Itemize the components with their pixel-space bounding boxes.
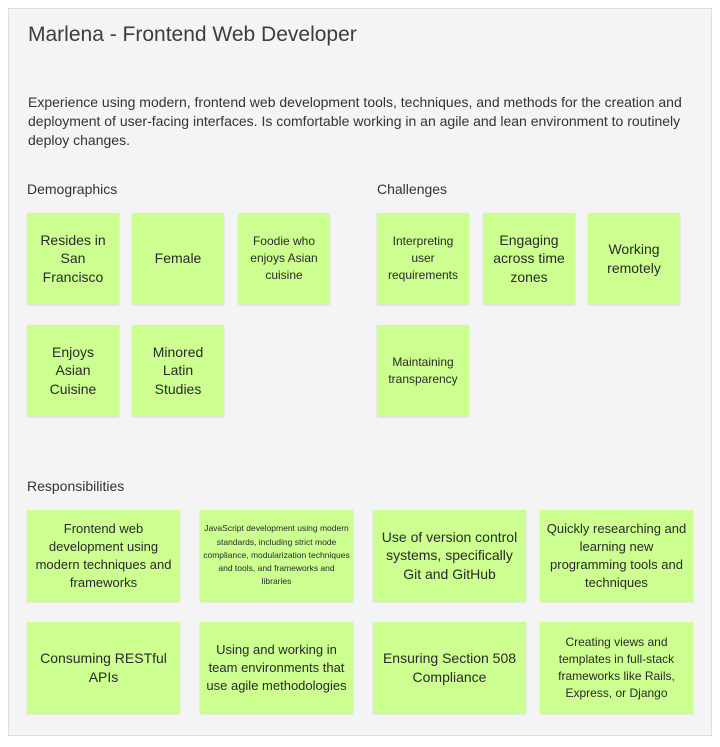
sticky-note-text: Ensuring Section 508 Compliance: [382, 650, 517, 685]
sticky-note[interactable]: Working remotely: [588, 213, 680, 304]
sticky-note-text: Working remotely: [607, 241, 661, 276]
sticky-note[interactable]: Ensuring Section 508 Compliance: [373, 622, 526, 713]
sticky-note-text: JavaScript development using modern stan…: [203, 523, 350, 587]
demographics-label: Demographics: [27, 181, 118, 197]
sticky-note-text: Using and working in team environments t…: [206, 641, 347, 693]
sticky-note[interactable]: Consuming RESTful APIs: [27, 622, 180, 713]
sticky-note-text: Minored Latin Studies: [152, 343, 204, 397]
sticky-note[interactable]: Engaging across time zones: [483, 213, 575, 304]
sticky-note-text: Enjoys Asian Cuisine: [49, 343, 97, 397]
persona-description: Experience using modern, frontend web de…: [28, 94, 682, 148]
sticky-note-text: Quickly researching and learning new pro…: [546, 520, 687, 590]
sticky-note[interactable]: Female: [132, 213, 224, 304]
sticky-note[interactable]: Interpreting user requirements: [377, 213, 469, 304]
sticky-note-text: Interpreting user requirements: [387, 234, 459, 282]
sticky-note-text: Female: [154, 250, 202, 267]
sticky-note[interactable]: Quickly researching and learning new pro…: [540, 510, 693, 601]
sticky-note-text: Resides in San Francisco: [40, 231, 106, 285]
sticky-note-text: Consuming RESTful APIs: [40, 650, 167, 685]
sticky-note[interactable]: Using and working in team environments t…: [200, 622, 353, 713]
sticky-note-text: Use of version control systems, specific…: [381, 528, 518, 582]
sticky-note-text: Frontend web development using modern te…: [35, 520, 172, 590]
sticky-note[interactable]: Foodie who enjoys Asian cuisine: [238, 213, 330, 304]
sticky-note-text: Engaging across time zones: [493, 231, 565, 285]
sticky-note-text: Maintaining transparency: [388, 354, 458, 386]
sticky-note[interactable]: Use of version control systems, specific…: [373, 510, 526, 601]
responsibilities-label: Responsibilities: [27, 478, 125, 494]
sticky-note[interactable]: Frontend web development using modern te…: [27, 510, 180, 601]
sticky-note-text: Creating views and templates in full-sta…: [558, 634, 675, 700]
persona-board: Marlena - Frontend Web Developer Experie…: [8, 8, 712, 736]
sticky-note-text: Foodie who enjoys Asian cuisine: [250, 234, 318, 282]
challenges-label: Challenges: [377, 181, 448, 197]
sticky-note[interactable]: Maintaining transparency: [377, 325, 469, 416]
sticky-note[interactable]: Minored Latin Studies: [132, 325, 224, 416]
sticky-note[interactable]: JavaScript development using modern stan…: [200, 510, 353, 601]
sticky-note[interactable]: Creating views and templates in full-sta…: [540, 622, 693, 713]
sticky-note[interactable]: Enjoys Asian Cuisine: [27, 325, 119, 416]
sticky-note[interactable]: Resides in San Francisco: [27, 213, 119, 304]
page-title: Marlena - Frontend Web Developer: [28, 23, 357, 46]
